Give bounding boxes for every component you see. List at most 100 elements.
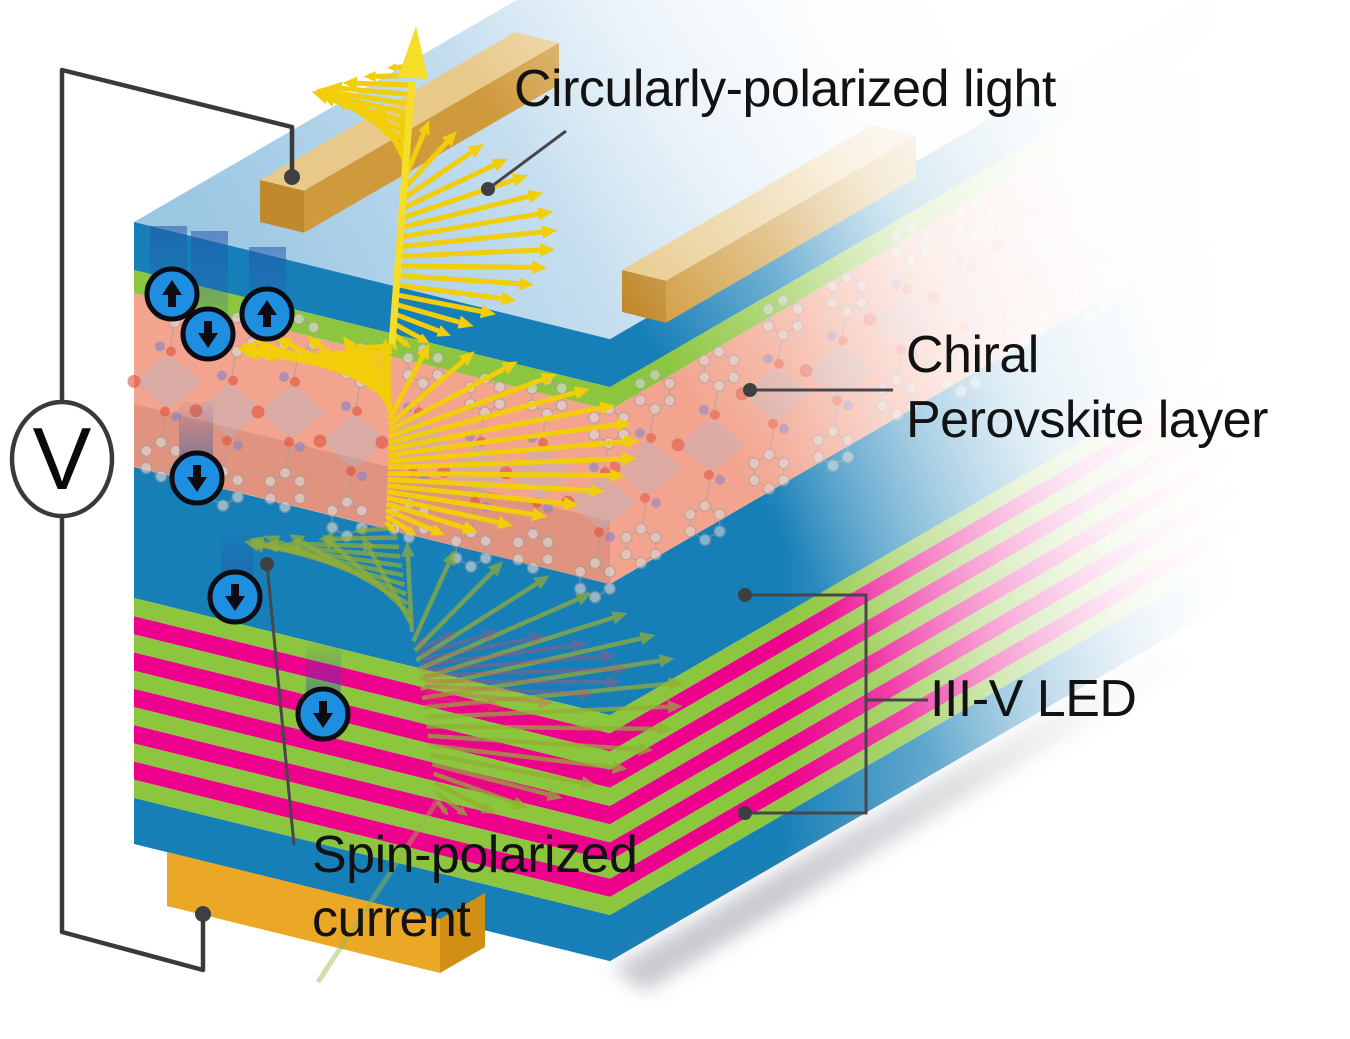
atom [154, 470, 168, 483]
helix-arrow-head [436, 325, 451, 337]
atom-blue [279, 371, 289, 382]
atom-red [222, 435, 232, 446]
helix-arrow-head [612, 760, 628, 774]
helix-arrow-head [401, 339, 411, 348]
helix-arrow-head [353, 525, 365, 536]
helix-arrow-head [500, 291, 517, 306]
voltage-circuit: V [9, 67, 300, 973]
helix-arrow-head [616, 418, 633, 432]
helix-arrow-head [511, 796, 529, 810]
helix-arrow [397, 263, 533, 270]
atom [278, 500, 292, 514]
annotation-leaders [260, 129, 928, 846]
helix-arrow [387, 456, 622, 470]
atom [293, 475, 306, 488]
atom [140, 461, 153, 475]
helix-arrow-head [667, 700, 683, 714]
atom [326, 504, 339, 517]
helix-arrow-head [258, 349, 274, 363]
helix-arrow-head [541, 225, 558, 239]
helix-arrow [386, 495, 499, 525]
helix-arrow-head [533, 575, 550, 590]
atom-blue [155, 341, 165, 352]
helix-arrow-head [639, 631, 656, 645]
atom [603, 565, 616, 578]
helix-arrow [423, 681, 669, 710]
atom [574, 565, 587, 578]
atom [479, 534, 492, 548]
atom-red [346, 466, 356, 477]
helix-arrow [385, 501, 465, 530]
helix-arrow [420, 636, 642, 691]
layer-front-chiral-perovskite-layer [134, 293, 610, 585]
helix-arrow-head [388, 525, 397, 534]
atom [326, 521, 339, 534]
atom-red [127, 374, 141, 388]
label-iii-v-led: III-V LED [930, 670, 1136, 728]
helix-arrow [361, 343, 393, 351]
helix-arrow [387, 359, 465, 427]
helix-arrow-head [430, 524, 446, 536]
helix-arrow [388, 390, 577, 446]
bottom-electrode-front [167, 852, 440, 973]
helix-arrow [301, 541, 399, 550]
helix-arrow-head [416, 637, 425, 646]
atom [464, 560, 478, 573]
helix-arrow [411, 562, 451, 643]
helix-arrow-head [667, 677, 684, 691]
helix-arrow [423, 667, 615, 678]
helix-arrow-head [599, 401, 616, 415]
label-chiral-line2: Perovskite layer [906, 391, 1268, 449]
atom-blue [357, 471, 367, 482]
helix-arrow-head [275, 337, 293, 351]
helix-arrow-head [351, 343, 363, 353]
helix-arrow [356, 80, 412, 88]
helix-arrow-head [315, 346, 331, 360]
atom [541, 536, 554, 549]
atom-red [251, 405, 265, 419]
helix-arrow [388, 405, 602, 452]
helix-arrow [422, 654, 603, 673]
atom-red [594, 527, 604, 538]
atom [307, 321, 320, 334]
atom-blue [605, 532, 615, 543]
atom [402, 351, 415, 365]
connection-dot-icon [195, 906, 211, 922]
helix-arrow [419, 633, 486, 657]
helix-arrow [297, 353, 392, 361]
helix-arrow-head [286, 537, 302, 551]
octahedron [258, 383, 326, 440]
voltmeter-icon [9, 399, 115, 519]
atom-red [538, 437, 548, 448]
helix-arrow [425, 689, 539, 704]
helix-arrow [420, 636, 532, 662]
helix-arrow [416, 597, 579, 672]
helix-arrow-head [538, 695, 554, 709]
atom [588, 411, 601, 424]
helix-arrow-head [579, 686, 595, 701]
helix-arrow [435, 790, 461, 812]
helix-arrow [432, 771, 515, 805]
helix-arrow-head [532, 260, 548, 275]
helix-arrow-head [601, 649, 617, 664]
wire-top [59, 67, 295, 402]
atom-red [166, 346, 176, 357]
helix-arrow-head [529, 631, 546, 645]
atom [340, 495, 354, 509]
atom [512, 536, 525, 549]
helix-arrow [400, 150, 473, 202]
atom-blue [217, 370, 227, 381]
helix-arrow-head [611, 611, 628, 625]
helix-arrow-head [537, 207, 554, 221]
helix-arrow-head [480, 304, 496, 319]
leader-dot-led-top [738, 588, 752, 602]
helix-arrow [425, 684, 581, 696]
layer-front-quantum-well-stack [134, 743, 610, 879]
atom [431, 351, 444, 365]
helix-arrow-head [242, 347, 259, 361]
atom-blue [171, 411, 181, 422]
helix-arrow-head [326, 81, 343, 95]
helix-arrow-head [441, 131, 457, 147]
atom [526, 561, 540, 575]
